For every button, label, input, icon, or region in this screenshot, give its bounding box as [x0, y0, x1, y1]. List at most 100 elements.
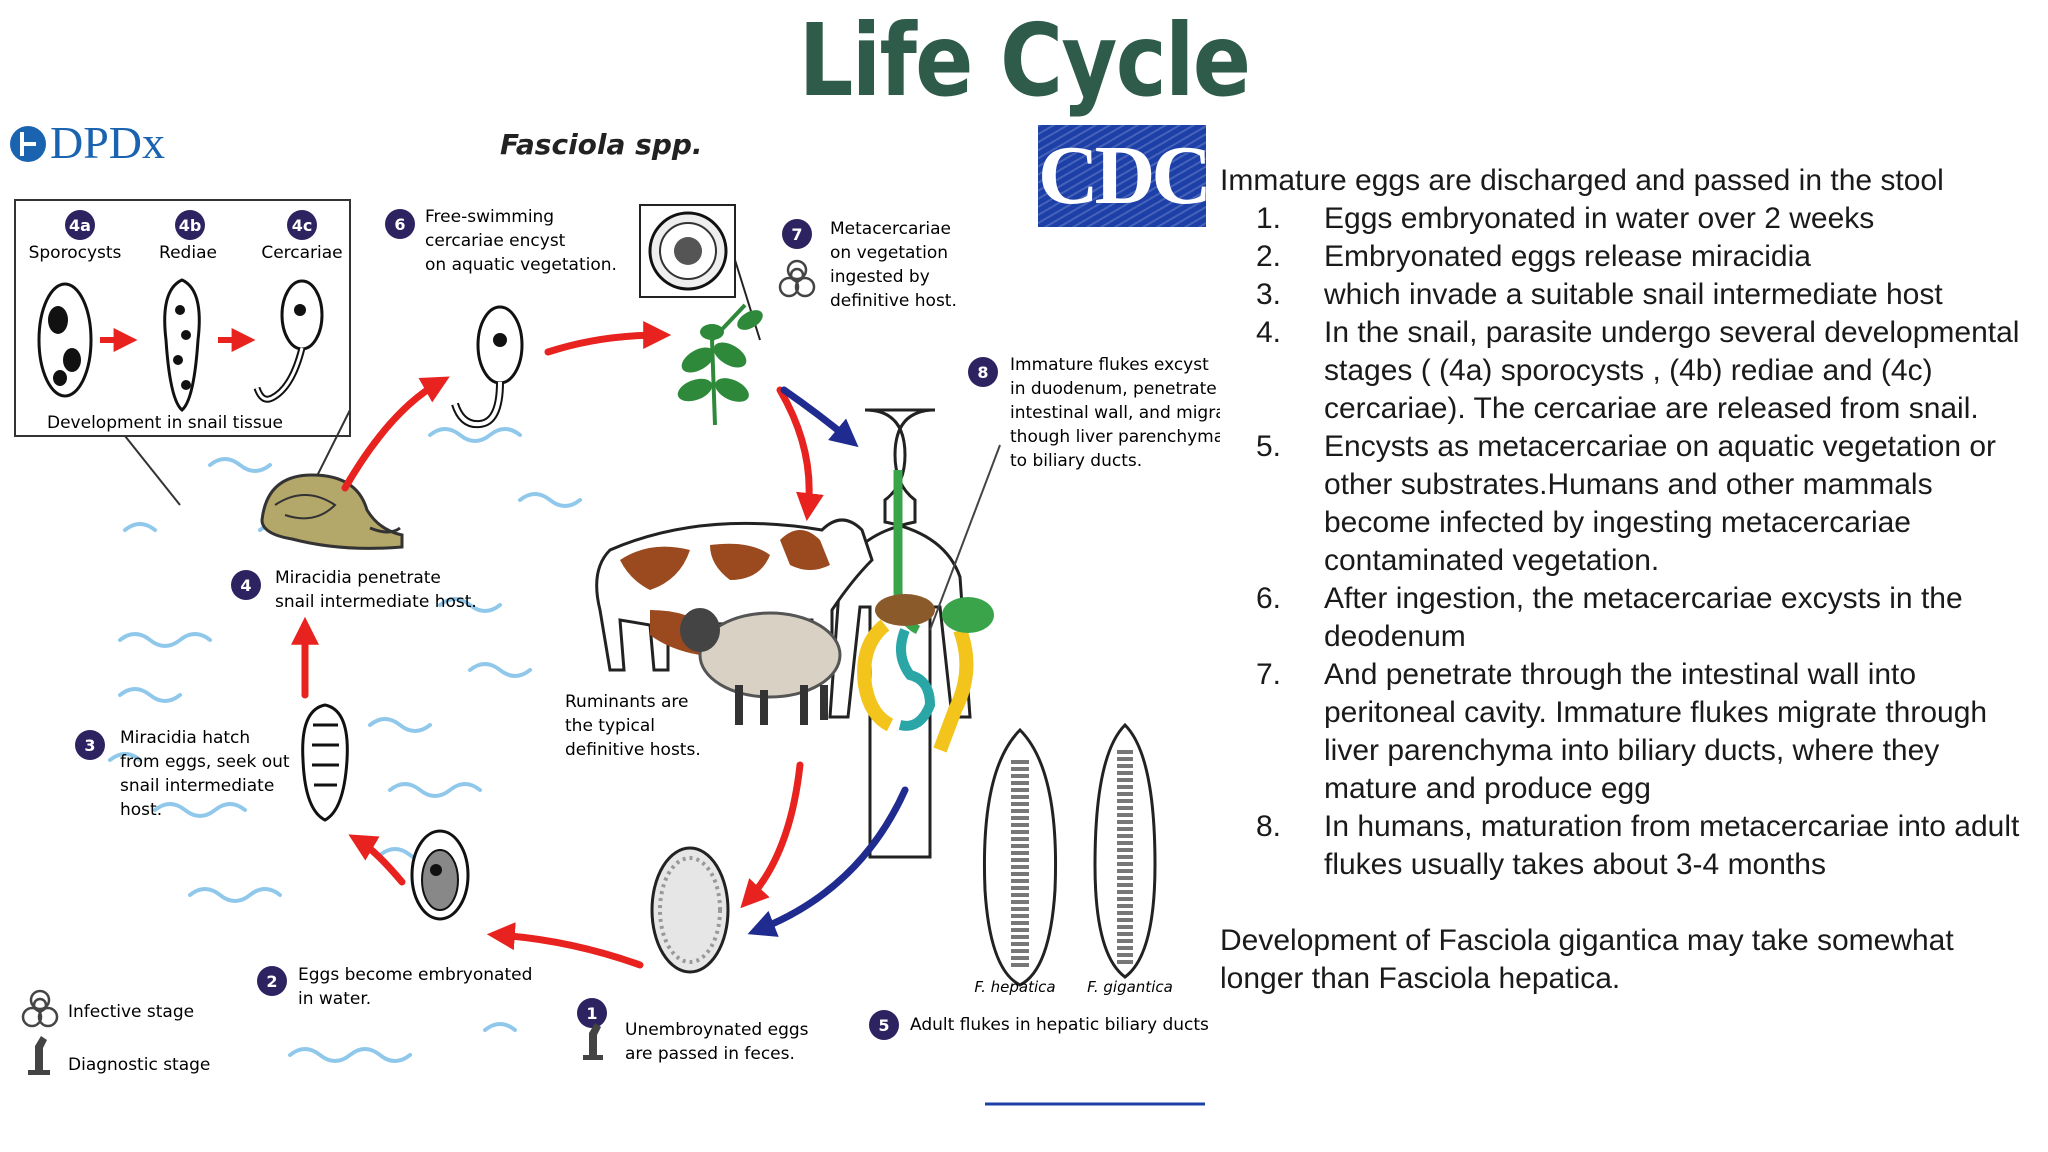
step-number: 2.: [1256, 240, 1282, 273]
step-item: 4. In the snail, parasite undergo several…: [1220, 314, 2040, 428]
label-f-hepatica: F. hepatica: [974, 978, 1055, 996]
step-text: After ingestion, the metacercariae excys…: [1324, 582, 1963, 653]
water-waves: [108, 427, 582, 1063]
caption-step-8: Adult flukes in hepatic biliary ducts: [910, 1015, 1209, 1035]
life-cycle-diagram: DPDx Fasciola spp. 4a 4b 4c Sporocysts: [10, 117, 1220, 1106]
svg-text:4a: 4a: [69, 216, 91, 235]
step-text: Eggs embryonated in water over 2 weeks: [1324, 202, 1875, 235]
label-development-in-snail: Development in snail tissue: [47, 413, 283, 433]
diagnostic-stage-icon: [28, 1036, 50, 1075]
step-number: 8.: [1256, 810, 1282, 843]
step-text: Embryonated eggs release miracidia: [1324, 240, 1811, 273]
badge-4: 4: [231, 570, 261, 600]
badge-2: 2: [257, 966, 287, 996]
step-number: 7.: [1256, 658, 1282, 691]
step-item: 3. which invade a suitable snail intermed…: [1220, 276, 2040, 314]
infective-stage-icon: [21, 989, 59, 1028]
arrow-snail-to-cercaria: [341, 376, 450, 492]
slide-title: Life Cycle: [798, 2, 1251, 119]
arrow-embryonated-to-miracidium: [348, 834, 406, 886]
badge-1: 1: [577, 998, 607, 1028]
cdc-logo-text: CDC: [1038, 129, 1206, 222]
svg-text:6: 6: [394, 215, 405, 234]
snail-illustration: [260, 473, 404, 550]
label-f-gigantica: F. gigantica: [1087, 978, 1173, 996]
svg-text:4c: 4c: [292, 216, 313, 235]
badge-6: 7: [782, 219, 812, 249]
aquatic-vegetation: [677, 303, 763, 426]
step-text: In humans, maturation from metacercariae…: [1324, 810, 2020, 881]
free-swimming-cercaria: [451, 305, 524, 429]
legend: Infective stage Diagnostic stage: [21, 989, 210, 1075]
step-item: 7. And penetrate through the intestinal w…: [1220, 656, 2040, 808]
step-item: 5. Encysts as metacercariae on aquatic ve…: [1220, 428, 2040, 580]
cercaria-illustration: [253, 279, 324, 403]
step-number: 1.: [1256, 202, 1282, 235]
f-hepatica-illustration: [982, 727, 1058, 987]
arrow-vegetation-to-human: [780, 386, 859, 448]
redia-illustration: [163, 278, 201, 412]
arrow-egg-to-embryonated: [486, 922, 644, 969]
intro-text: Immature eggs are discharged and passed …: [1220, 164, 1944, 197]
step-number: 5.: [1256, 430, 1282, 463]
cdc-logo: CDC: [1038, 125, 1206, 227]
blue-human-arrows: [747, 386, 909, 937]
metacercaria-illustration: [648, 211, 728, 291]
svg-text:5: 5: [878, 1016, 889, 1035]
caption-step-4: Miracidia penetrate snail intermediate h…: [275, 568, 477, 612]
svg-text:4: 4: [240, 576, 251, 595]
legend-infective-label: Infective stage: [68, 1002, 194, 1022]
step-number: 4.: [1256, 316, 1282, 349]
unembryonated-egg-illustration: [650, 846, 730, 974]
red-cycle-arrows: [291, 321, 824, 969]
badge-8: 5: [869, 1010, 899, 1040]
caption-step-1: Unembroynated eggs are passed in feces.: [625, 1020, 814, 1064]
sheep-illustration: [680, 608, 842, 725]
caption-step-3: Miracidia hatch from eggs, seek out snai…: [120, 728, 295, 820]
f-gigantica-illustration: [1093, 722, 1157, 979]
sporocyst-illustration: [37, 282, 93, 398]
step-text: And penetrate through the intestinal wal…: [1324, 658, 1988, 805]
human-host-illustration: [828, 408, 1001, 859]
badge-4b: 4b: [175, 210, 205, 240]
step-number: 6.: [1256, 582, 1282, 615]
caption-step-2: Eggs become embryonated in water.: [298, 965, 538, 1009]
diagram-title: Fasciola spp.: [500, 128, 703, 161]
dpdx-logo-text: DPDx: [50, 117, 165, 168]
arrow-vegetation-to-ruminants: [776, 386, 824, 522]
footer-note: Development of Fasciola gigantica may ta…: [1220, 924, 1954, 995]
step-number: 3.: [1256, 278, 1282, 311]
label-cercariae: Cercariae: [261, 243, 342, 263]
arrow-human-to-egg: [747, 786, 909, 937]
miracidium-illustration: [301, 703, 349, 822]
arrow-ruminants-to-egg: [740, 761, 804, 909]
caption-ruminants: Ruminants are the typical definitive hos…: [565, 692, 701, 760]
label-rediae: Rediae: [159, 243, 217, 263]
caption-step-7: Immature flukes excyst in duodenum, pene…: [1010, 355, 1220, 471]
badge-3: 3: [75, 730, 105, 760]
svg-text:3: 3: [84, 736, 95, 755]
steps-list: 1. Eggs embryonated in water over 2 weeks…: [1220, 200, 2040, 884]
step-text: Encysts as metacercariae on aquatic vege…: [1324, 430, 1997, 577]
embryonated-egg-illustration: [410, 829, 470, 921]
step-item: 1. Eggs embryonated in water over 2 weeks: [1220, 200, 2040, 238]
step-text: which invade a suitable snail intermedia…: [1324, 278, 1943, 311]
life-cycle-description: Immature eggs are discharged and passed …: [1220, 162, 2040, 998]
badge-4a: 4a: [65, 210, 95, 240]
step-text: In the snail, parasite undergo several d…: [1324, 316, 2020, 425]
caption-step-5: Free-swimming cercariae encyst on aquati…: [425, 207, 617, 275]
svg-text:8: 8: [977, 363, 988, 382]
svg-text:7: 7: [791, 225, 802, 244]
caption-step-6: Metacercariae on vegetation ingested by …: [830, 219, 957, 311]
step-item: 2. Embryonated eggs release miracidia: [1220, 238, 2040, 276]
label-sporocysts: Sporocysts: [29, 243, 122, 263]
dpdx-logo: DPDx: [10, 117, 165, 168]
arrow-cercaria-to-vegetation: [544, 321, 672, 356]
infective-stage-icon-step-6: [778, 259, 816, 298]
svg-text:2: 2: [266, 972, 277, 991]
step-item: 8. In humans, maturation from metacercari…: [1220, 808, 2040, 884]
diagnostic-stage-icon-step-1: [583, 1023, 603, 1060]
step-item: 6. After ingestion, the metacercariae exc…: [1220, 580, 2040, 656]
svg-text:4b: 4b: [179, 216, 202, 235]
badge-4c: 4c: [287, 210, 317, 240]
